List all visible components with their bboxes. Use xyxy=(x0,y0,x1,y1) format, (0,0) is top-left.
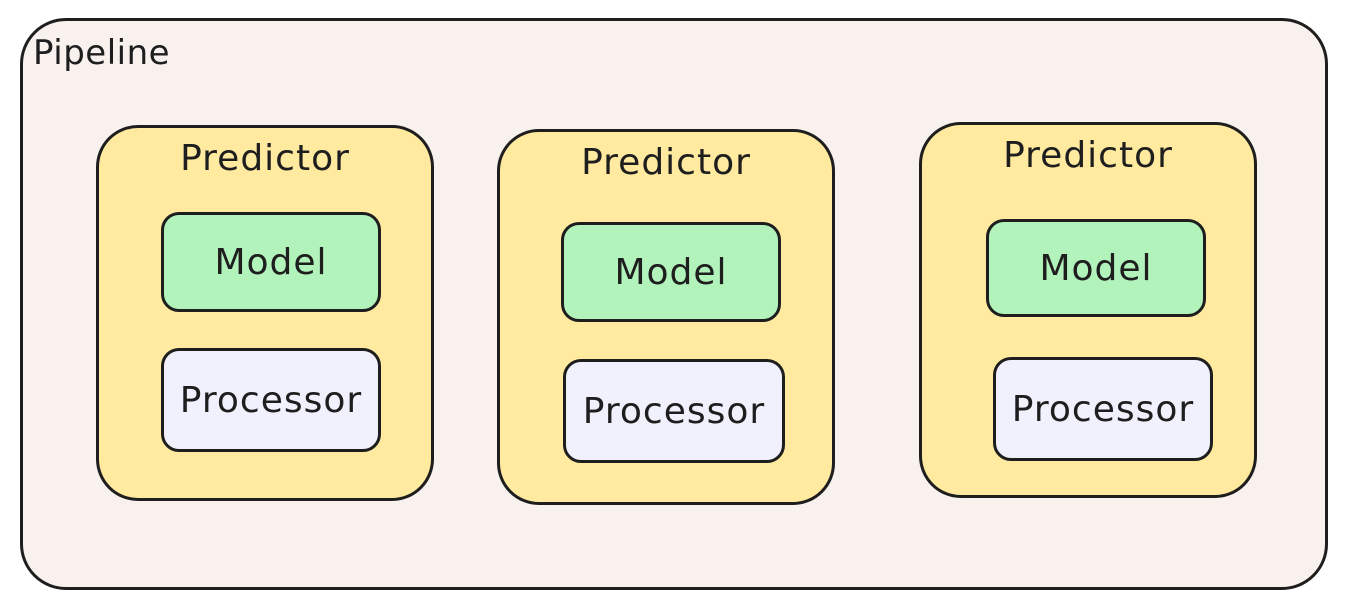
predictor-box: Predictor Model Processor xyxy=(919,122,1257,498)
pipeline-title: Pipeline xyxy=(33,33,171,73)
processor-box: Processor xyxy=(563,359,785,463)
processor-box: Processor xyxy=(993,357,1213,461)
processor-box: Processor xyxy=(161,348,381,452)
model-box: Model xyxy=(561,222,781,322)
predictor-title: Predictor xyxy=(581,142,751,183)
predictor-box: Predictor Model Processor xyxy=(96,125,434,501)
predictor-box: Predictor Model Processor xyxy=(497,129,835,505)
model-box: Model xyxy=(161,212,381,312)
predictor-title: Predictor xyxy=(180,138,350,179)
model-box: Model xyxy=(986,219,1206,317)
predictor-title: Predictor xyxy=(1003,135,1173,176)
